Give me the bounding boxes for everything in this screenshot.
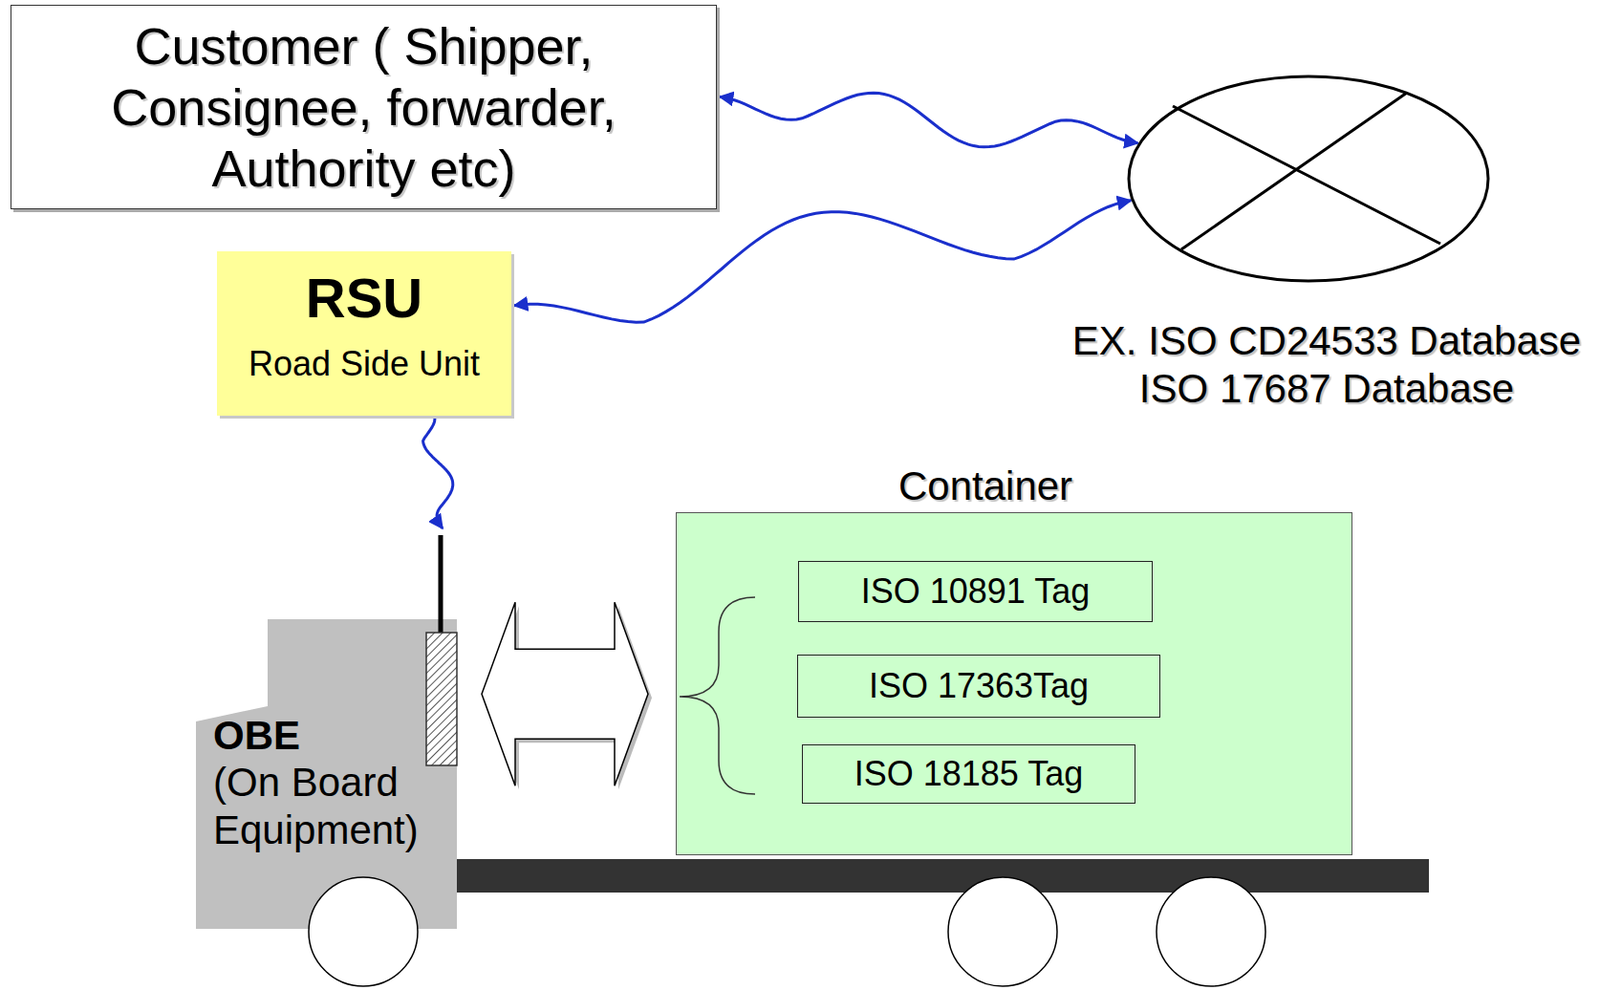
wireless-link xyxy=(423,417,454,529)
cab-text-group: OBE(On Board Equipment) xyxy=(213,713,426,855)
tag-label: ISO 17363Tag xyxy=(868,665,1089,708)
database-ellipse xyxy=(1126,74,1491,283)
arrow-outline xyxy=(481,602,649,786)
brace xyxy=(675,464,772,856)
database-caption: EX. ISO CD24533 Database xyxy=(1060,317,1593,366)
wireless-link xyxy=(514,200,1131,324)
tag-box: ISO 10891 Tag xyxy=(798,561,1153,623)
cross-line xyxy=(1172,106,1441,244)
double-arrow xyxy=(481,602,652,790)
caption-group: EX. ISO CD24533 DatabaseISO 17687 Databa… xyxy=(1060,317,1593,413)
roadside-unit-box: RSU Road Side Unit xyxy=(216,251,512,416)
wheel xyxy=(1156,877,1266,987)
database-node: EX. ISO CD24533 DatabaseISO 17687 Databa… xyxy=(1060,66,1593,413)
wireless-link xyxy=(719,92,1139,148)
container-group: ContainerISO 10891 TagISO 17363TagISO 18… xyxy=(675,464,1353,856)
tag-label: ISO 10891 Tag xyxy=(861,570,1091,613)
container-heading: Container xyxy=(898,464,1073,509)
database-caption: ISO 17687 Database xyxy=(1060,365,1593,413)
brace-path xyxy=(679,597,756,795)
trailer-chassis xyxy=(455,859,1429,893)
customer-box: Customer ( Shipper, Consignee, forwarder… xyxy=(10,4,717,210)
ellipse-outline xyxy=(1128,76,1489,282)
obe-device xyxy=(426,632,457,766)
equipment-title: OBE xyxy=(213,713,426,759)
wheel xyxy=(948,877,1058,987)
unit-subtitle: Road Side Unit xyxy=(248,343,480,386)
equipment-subtitle: (On Board Equipment) xyxy=(213,758,426,855)
box-label: Customer ( Shipper, Consignee, forwarder… xyxy=(106,15,623,199)
cab-body xyxy=(195,619,457,930)
wheel xyxy=(308,877,418,987)
unit-title: RSU xyxy=(305,266,423,330)
cross-line xyxy=(1181,92,1407,250)
truck-cab: OBE(On Board Equipment) xyxy=(195,619,457,930)
tag-box: ISO 17363Tag xyxy=(797,654,1161,718)
antenna xyxy=(438,535,444,633)
tag-box: ISO 18185 Tag xyxy=(801,744,1136,804)
tag-label: ISO 18185 Tag xyxy=(854,753,1084,796)
